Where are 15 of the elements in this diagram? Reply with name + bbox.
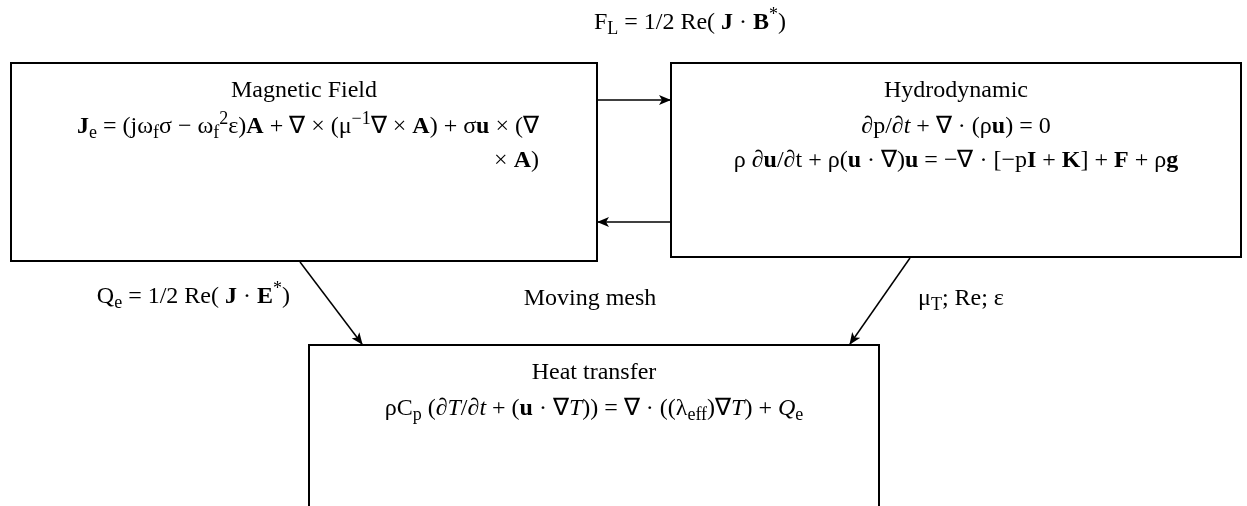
equation: J$_{e}$ = (jω$_{f}$σ − ω$_{f}$$^{2}$ε)A + ∇ × (μ$^{−1}$∇ × A) + σu × (∇ × A) [75,108,539,174]
process-box [10,62,598,262]
arrow [597,217,671,227]
arrow [849,257,911,345]
box-title: Heat transfer [531,357,657,386]
process-box [670,62,1242,258]
equation: ρ ∂u/∂t + ρ(u · ∇)u = −∇ · [−pI + K] + F + ρg [733,145,1179,174]
text-label: Moving mesh [522,283,658,312]
equation: ρC$_{p}$ (∂T/∂t + (u · ∇T)) = ∇ · ((λ$_{eff}$)∇T) + Q$_{e}$ [384,393,804,424]
box-title: Hydrodynamic [884,75,1028,104]
box-title: Magnetic Field [231,75,377,104]
arrow [299,261,363,345]
process-box [308,344,880,506]
equation: ∂p/∂t + ∇ · (ρu) = 0 [861,111,1051,140]
arrow [597,95,671,105]
